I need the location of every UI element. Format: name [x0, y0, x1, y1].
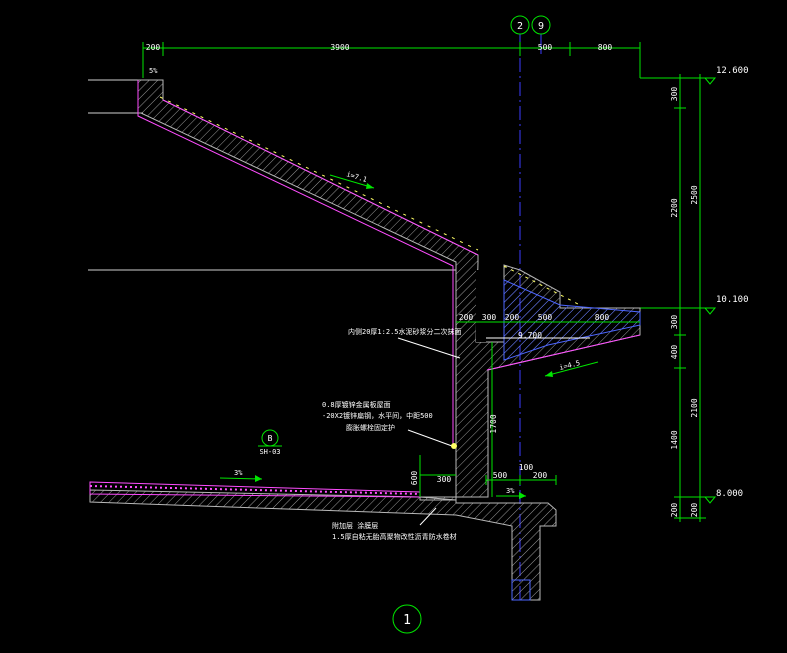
inner-wall-cavity	[476, 270, 486, 342]
slope-indicators: 5% i=7.1 i=4.5 3% 3%	[149, 67, 599, 499]
gutter-dim-5: 800	[595, 313, 610, 322]
gutter-insulation	[503, 279, 641, 361]
gutter-membrane	[486, 334, 641, 371]
right-dim-inner-1: 300	[670, 87, 679, 102]
elevation-label-bottom: 8.000	[716, 489, 743, 499]
top-dim-1: 200	[146, 43, 161, 52]
note-line-3: 膨胀螺栓固定护	[346, 423, 395, 432]
right-dim-inner-6: 200	[670, 503, 679, 518]
grid-label-9: 9	[538, 21, 544, 32]
slope-roof-label: i=7.1	[345, 170, 367, 184]
wall-dimensions	[419, 342, 557, 497]
note-leader-roof	[407, 429, 453, 447]
note-line-1: 0.8厚镀锌金属板屋面	[322, 400, 391, 409]
slope-roof-arrowhead	[366, 183, 374, 189]
gutter-dim-4: 500	[538, 313, 553, 322]
roof-waterproof-layer	[137, 80, 454, 445]
wall-dim-curb: 600	[410, 471, 419, 486]
note-bottom-2: 1.5厚自粘无胎高聚物改性沥青防水卷材	[332, 532, 457, 541]
gutter-dim-3: 200	[505, 313, 520, 322]
grid-label-2: 2	[517, 21, 523, 32]
grid-bubbles: 2 9	[510, 15, 551, 35]
elevation-label-top: 12.600	[716, 66, 749, 76]
note-bottom-1: 附加层 涂膜层	[332, 521, 378, 530]
elevation-symbol-mid	[703, 307, 717, 315]
top-dimension-chain	[142, 42, 700, 79]
grid-bubble-2	[510, 15, 530, 35]
slope-floor-right-label: 3%	[506, 487, 515, 495]
column-insulation	[511, 579, 531, 601]
section-number: 1	[403, 613, 411, 628]
reference-lines	[88, 79, 456, 271]
note-gutter: 内侧20厚1:2.5水泥砂浆分二次抹面	[348, 327, 462, 336]
detail-reference-sheet: SH-03	[259, 448, 280, 456]
right-dim-outer-3: 200	[690, 503, 699, 518]
top-dimension-labels: 200 3900 500 800	[146, 43, 613, 52]
slope-floor-label: 3%	[234, 469, 243, 477]
right-dim-inner-4: 400	[670, 345, 679, 360]
note-line-2: -20X2镀锌扁钢，水平间，中距500	[322, 411, 433, 420]
gutter-dim-labels: 200 300 200 500 800 9.700	[459, 313, 610, 340]
right-dim-outer-2: 2100	[690, 398, 699, 417]
elevation-symbol-top	[703, 77, 717, 85]
right-dim-outer-1: 2500	[690, 185, 699, 204]
right-dimension-labels: 300 2200 300 400 1400 200 2500 2100 200	[670, 87, 699, 518]
slope-floor-arrowhead	[255, 475, 262, 482]
wall-dim-labels: 1700 600 300 500 200 100	[410, 414, 547, 485]
gutter-dim-1: 200	[459, 313, 474, 322]
parapet-and-sloped-roof	[137, 79, 641, 501]
eave-gutter	[456, 265, 641, 371]
elevation-markers: 12.600 10.100 8.000	[703, 66, 749, 504]
annotation-notes: 内侧20厚1:2.5水泥砂浆分二次抹面 0.8厚镀锌金属板屋面 -20X2镀锌扁…	[322, 327, 462, 541]
detail-reference-number: B	[268, 434, 273, 443]
wall-dim-drop: 1700	[489, 414, 498, 433]
detail-reference[interactable]: B SH-03	[258, 429, 282, 456]
wall-dim-bottom-top: 100	[519, 463, 534, 472]
right-dim-inner-5: 1400	[670, 430, 679, 449]
right-dim-inner-2: 2200	[670, 198, 679, 217]
wall-dim-bottom-right: 200	[533, 471, 548, 480]
slope-floor-right-arrowhead	[519, 492, 526, 499]
floor-slab	[89, 481, 557, 601]
roof-metal-panel	[159, 96, 479, 251]
top-dim-3: 500	[538, 43, 553, 52]
right-dimension-chain	[640, 74, 706, 522]
floor-membrane-1	[89, 485, 421, 495]
eave-panel	[503, 265, 581, 306]
wall-dim-curb-width: 300	[437, 475, 452, 484]
gutter-dim-2: 300	[482, 313, 497, 322]
section-title: 1	[392, 604, 422, 634]
slope-gutter-arrow-line	[544, 361, 599, 377]
elevation-label-mid: 10.100	[716, 295, 749, 305]
slope-roof-top: 5%	[149, 67, 158, 75]
slope-gutter-arrowhead	[545, 371, 553, 377]
gutter-elevation: 9.700	[518, 331, 542, 340]
note-leader-gutter	[397, 337, 461, 359]
slope-gutter-label: i=4.5	[559, 359, 581, 372]
note-leader-floor	[419, 507, 437, 526]
section-number-circle	[392, 604, 422, 634]
annotation-marker	[451, 443, 457, 449]
floor-slab-body	[89, 489, 557, 601]
elevation-symbol-bottom	[703, 496, 717, 504]
roof-top-membrane	[162, 99, 479, 256]
wall-dim-bottom-left: 500	[493, 471, 508, 480]
right-dim-inner-3: 300	[670, 315, 679, 330]
roof-slab	[137, 79, 641, 501]
top-dim-2: 3900	[330, 43, 349, 52]
grid-bubble-9	[531, 15, 551, 35]
top-dim-4: 800	[598, 43, 613, 52]
